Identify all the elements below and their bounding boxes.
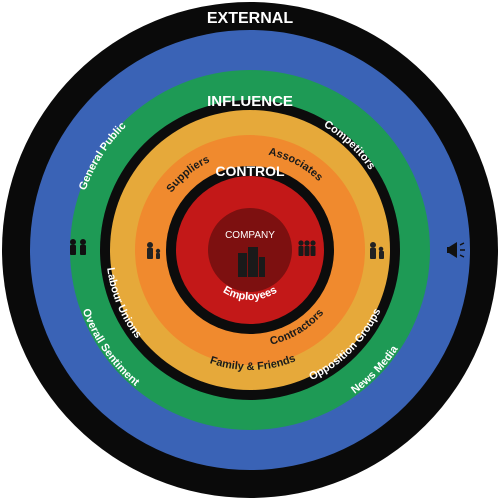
person-with-family-icon xyxy=(147,242,161,259)
company-title: COMPANY xyxy=(225,230,275,241)
influence-title: INFLUENCE xyxy=(207,93,293,110)
external-title: EXTERNAL xyxy=(207,10,293,27)
control-title: CONTROL xyxy=(215,163,285,179)
megaphone-icon xyxy=(447,242,465,258)
family-icon xyxy=(370,242,384,259)
label-employees: Employees xyxy=(221,284,279,303)
svg-text:Employees: Employees xyxy=(221,284,279,303)
workers-icon xyxy=(298,240,316,256)
people-group-icon xyxy=(70,239,86,255)
building-icon xyxy=(238,247,265,277)
